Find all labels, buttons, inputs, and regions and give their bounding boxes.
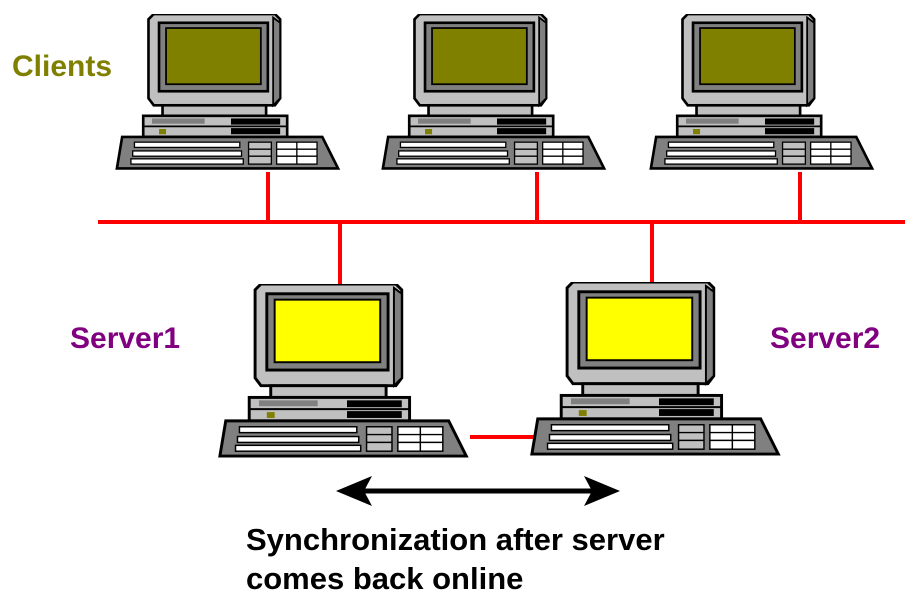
client-computer-1-icon	[115, 14, 340, 170]
client-computer-3-icon	[649, 14, 874, 170]
server-2-computer-icon	[530, 282, 780, 456]
clients-label: Clients	[12, 50, 113, 83]
server-1-computer-icon	[218, 284, 468, 458]
client-computer-2-icon	[381, 14, 606, 170]
caption-line-2: comes back online	[246, 561, 524, 596]
caption-line-1: Synchronization after server	[246, 522, 665, 557]
double-headed-arrow-icon	[336, 476, 620, 506]
synchronization-caption: Synchronization after server comes back …	[246, 520, 665, 598]
network-lines	[98, 172, 905, 439]
server1-label: Server1	[70, 322, 181, 355]
server2-label: Server2	[770, 322, 881, 355]
